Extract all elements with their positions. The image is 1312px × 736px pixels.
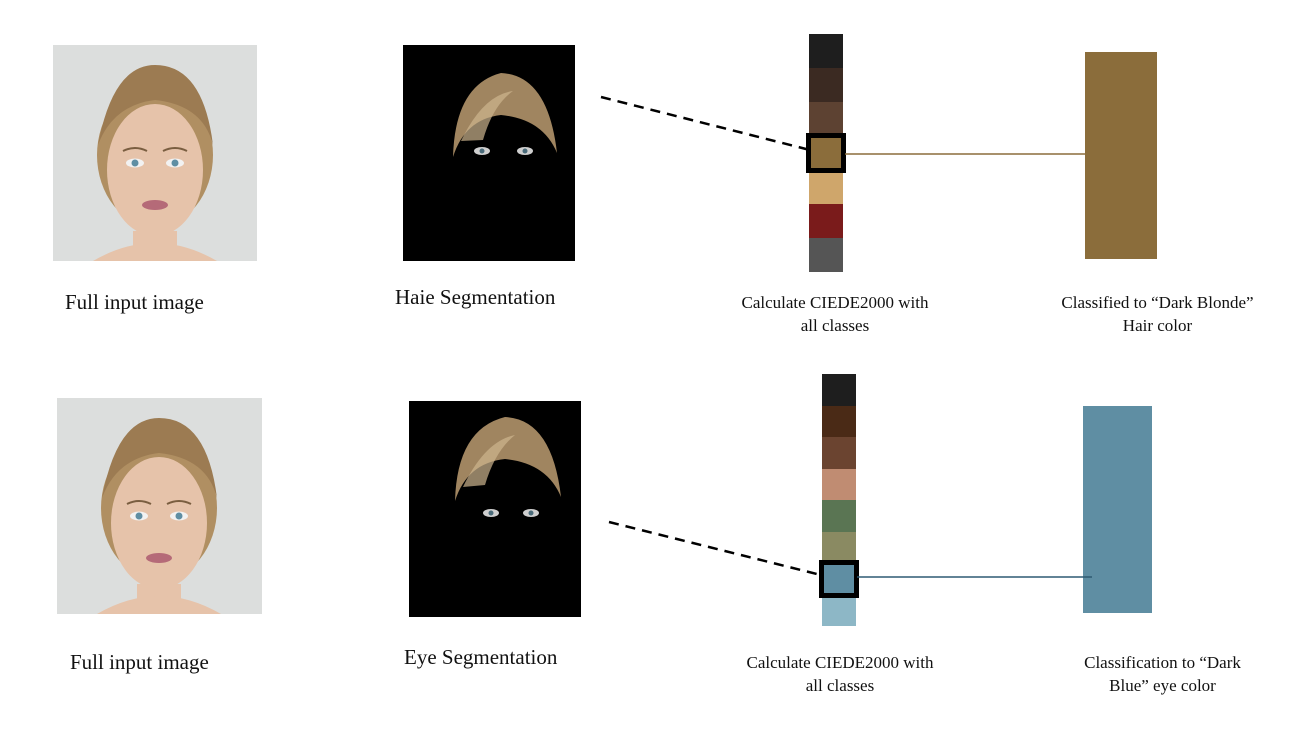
palette-swatch [822,500,856,532]
caption-result-eye-line2: Blue” eye color [1109,675,1216,695]
face-illustration [53,45,257,261]
input-photo-eye [57,398,262,614]
eye-result-swatch [1083,406,1152,613]
palette-swatch [809,34,843,68]
palette-swatch [822,405,856,437]
selected-swatch-highlight [806,133,846,173]
caption-eye-segmentation: Eye Segmentation [404,645,558,669]
palette-swatch [809,102,843,136]
caption-result-hair-line1: Classified to “Dark Blonde” [1061,293,1254,312]
palette-swatch [809,238,843,272]
palette-swatch [822,437,856,469]
hair-result-swatch [1085,52,1157,259]
caption-result-eye: Classification to “Dark Blue” eye color [1030,652,1295,698]
eye-segment-illustration [409,401,581,617]
caption-result-eye-line1: Classification to “Dark [1084,653,1241,672]
input-photo-hair [53,45,257,261]
palette-swatch [822,531,856,563]
palette-swatch [822,594,856,626]
palette-swatch [809,68,843,102]
caption-full-input-1: Full input image [65,290,204,314]
dashed-connector-hair [600,95,811,152]
caption-calc-hair: Calculate CIEDE2000 with all classes [700,292,970,338]
face-illustration-2 [57,398,262,614]
selected-swatch-highlight [819,560,859,598]
palette-swatch [822,468,856,500]
caption-result-hair: Classified to “Dark Blonde” Hair color [1015,292,1300,338]
dashed-connector-hair-inner [511,69,553,83]
caption-calc-eye-line2: all classes [805,675,875,695]
palette-swatch [809,170,843,204]
caption-calc-hair-line2: all classes [800,315,870,335]
dashed-connector-eye [608,520,822,577]
caption-full-input-2: Full input image [70,650,209,674]
palette-swatch [822,374,856,406]
caption-calc-eye-line1: Calculate CIEDE2000 with [746,653,934,672]
segmentation-image-eye [409,401,581,617]
palette-swatch [809,204,843,238]
caption-calc-hair-line1: Calculate CIEDE2000 with [741,293,929,312]
caption-calc-eye: Calculate CIEDE2000 with all classes [705,652,975,698]
caption-result-hair-line2: Hair color [1122,315,1193,335]
caption-hair-segmentation: Haie Segmentation [395,285,556,309]
